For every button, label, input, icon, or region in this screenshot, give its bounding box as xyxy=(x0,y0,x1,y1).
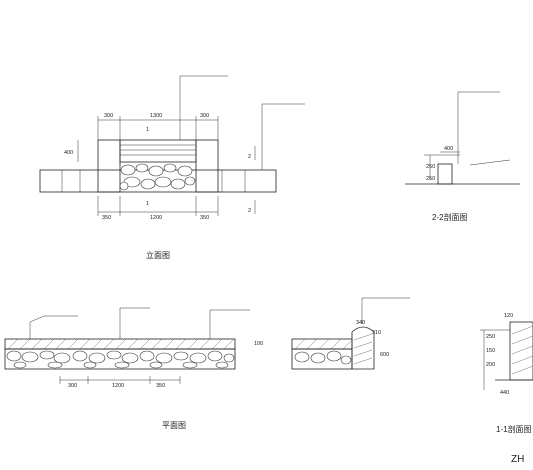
plan-dim-1: 300 xyxy=(68,383,77,389)
front-elevation: 300 1300 300 350 1200 350 400 1 1 2 2 立面… xyxy=(39,75,305,260)
section-1-1-title: 1-1剖面图 xyxy=(496,424,532,434)
section-2-2: 400 250 250 2-2剖面图 xyxy=(405,91,520,222)
front-top-dim-3: 300 xyxy=(200,113,209,119)
plan-side-dim-2: 210 xyxy=(372,330,381,336)
plan-side-dim-1: 340 xyxy=(356,320,365,326)
section-1-1-dim-2: 150 xyxy=(486,348,495,354)
plan-view-title: 平面图 xyxy=(162,421,186,430)
section-mark-2-bottom: 2 xyxy=(248,208,251,214)
plan-height-dim: 100 xyxy=(254,341,263,347)
section-2-2-dim-1: 400 xyxy=(444,146,453,152)
section-1-1-dim-1: 250 xyxy=(486,334,495,340)
front-bottom-dim-2: 1200 xyxy=(150,215,162,221)
section-2-2-dim-2: 250 xyxy=(426,164,435,170)
front-top-dim-2: 1300 xyxy=(150,113,162,119)
plan-view: 300 1200 350 100 340 210 600 平面图 xyxy=(4,297,410,430)
section-1-1: 250 150 200 440 120 1-1剖面图 xyxy=(480,313,533,434)
watermark: ZH xyxy=(511,454,524,465)
plan-dim-3: 350 xyxy=(156,383,165,389)
plan-side-dim-3: 600 xyxy=(380,352,389,358)
section-mark-1-bottom: 1 xyxy=(146,201,149,207)
section-mark-1-top: 1 xyxy=(146,127,149,133)
section-1-1-dim-5: 120 xyxy=(504,313,513,319)
front-bottom-dim-3: 350 xyxy=(200,215,209,221)
section-mark-2-top: 2 xyxy=(248,154,251,160)
section-2-2-dim-3: 250 xyxy=(426,176,435,182)
section-1-1-dim-3: 200 xyxy=(486,362,495,368)
section-2-2-title: 2-2剖面图 xyxy=(432,212,468,222)
plan-dim-2: 1200 xyxy=(112,383,124,389)
front-height-dim: 400 xyxy=(64,150,73,156)
front-bottom-dim-1: 350 xyxy=(102,215,111,221)
front-elevation-title: 立面图 xyxy=(146,250,170,260)
section-1-1-dim-4: 440 xyxy=(500,390,509,396)
front-top-dim-1: 300 xyxy=(104,113,113,119)
